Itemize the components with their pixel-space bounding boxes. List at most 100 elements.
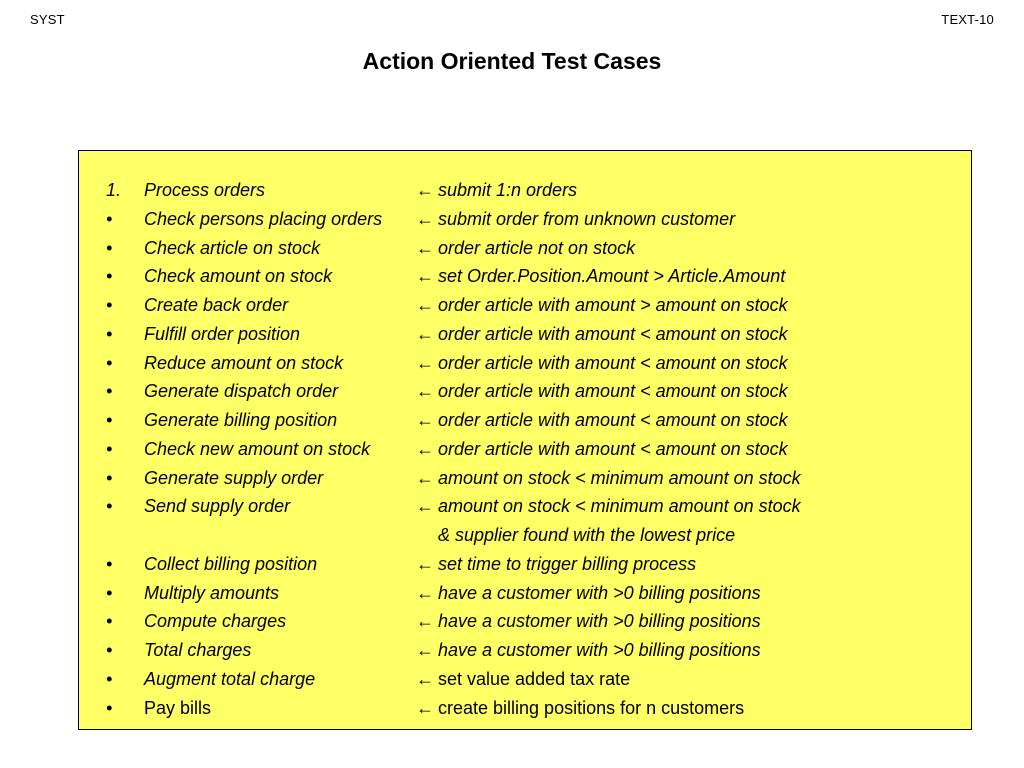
test-case-row: • Generate billing position ←order artic… — [79, 406, 971, 435]
action-label: Send supply order — [144, 496, 291, 517]
test-case-row: • Check new amount on stock ←order artic… — [79, 435, 971, 464]
test-case-row: • Augment total charge ←set value added … — [79, 665, 971, 694]
test-case-row: • Collect billing position ←set time to … — [79, 550, 971, 579]
test-case-row: 1. Process orders ←submit 1:n orders — [79, 176, 971, 205]
condition-cell: & supplier found with the lowest price — [416, 521, 735, 550]
action-label: Check amount on stock — [144, 266, 333, 287]
left-arrow-icon: ← — [416, 640, 434, 660]
bullet-marker: • — [106, 237, 113, 258]
condition-label: create billing positions for n customers — [438, 697, 745, 718]
left-arrow-icon: ← — [416, 180, 434, 200]
left-arrow-icon: ← — [416, 467, 434, 488]
action-label: Create back order — [144, 295, 289, 315]
bullet-marker: • — [106, 467, 113, 488]
test-case-row: • Check persons placing orders ←submit o… — [79, 205, 971, 234]
condition-cell: ←have a customer with >0 billing positio… — [416, 607, 761, 636]
condition-label: set Order.Position.Amount > Article.Amou… — [438, 266, 786, 287]
condition-label: have a customer with >0 billing position… — [438, 640, 761, 660]
action-label: Total charges — [144, 640, 252, 660]
bullet-marker: 1. — [106, 180, 122, 200]
condition-cell: ←submit order from unknown customer — [416, 205, 735, 234]
action-label: Reduce amount on stock — [144, 352, 344, 373]
action-label: Generate supply order — [144, 467, 324, 488]
bullet-marker: • — [106, 208, 113, 229]
action-label: Generate dispatch order — [144, 381, 339, 402]
test-case-row: • Total charges ←have a customer with >0… — [79, 636, 971, 665]
test-case-row: • Pay bills ←create billing positions fo… — [79, 694, 971, 723]
condition-label: order article with amount > amount on st… — [438, 295, 788, 315]
test-case-row: • Check article on stock ←order article … — [79, 234, 971, 263]
bullet-marker: • — [106, 553, 113, 574]
left-arrow-icon: ← — [416, 381, 434, 402]
condition-label: order article with amount < amount on st… — [438, 381, 788, 402]
action-label: Fulfill order position — [144, 323, 301, 344]
page-title: Action Oriented Test Cases — [362, 48, 662, 74]
condition-cell: ←set time to trigger billing process — [416, 550, 696, 579]
bullet-marker: • — [106, 640, 113, 660]
left-arrow-icon: ← — [416, 237, 434, 258]
left-arrow-icon: ← — [416, 582, 434, 603]
left-arrow-icon: ← — [416, 266, 434, 287]
action-label: Compute charges — [144, 611, 287, 632]
bullet-marker: • — [106, 323, 113, 344]
condition-label: order article with amount < amount on st… — [438, 438, 788, 459]
bullet-marker: • — [106, 697, 113, 718]
bullet-marker: • — [106, 611, 113, 632]
test-case-row: • Create back order ←order article with … — [79, 291, 971, 320]
test-case-row: • Send supply order ←amount on stock < m… — [79, 492, 971, 521]
test-case-row: • Compute charges ←have a customer with … — [79, 607, 971, 636]
action-label: Check article on stock — [144, 237, 321, 258]
header-right-label: TEXT-10 — [941, 12, 994, 27]
action-label: Process orders — [144, 180, 266, 200]
left-arrow-icon: ← — [416, 438, 434, 459]
test-cases-box: 1. Process orders ←submit 1:n orders • C… — [78, 150, 972, 730]
condition-cell: ←order article not on stock — [416, 234, 635, 263]
left-arrow-icon: ← — [416, 410, 434, 430]
condition-cell: ←order article with amount < amount on s… — [416, 320, 788, 349]
condition-label: amount on stock < minimum amount on stoc… — [438, 496, 801, 517]
condition-label: order article with amount < amount on st… — [438, 352, 788, 373]
bullet-marker: • — [106, 582, 113, 603]
condition-label: amount on stock < minimum amount on stoc… — [438, 467, 801, 488]
left-arrow-icon: ← — [416, 352, 434, 373]
left-arrow-icon: ← — [416, 208, 434, 229]
left-arrow-icon: ← — [416, 323, 434, 344]
condition-label: & supplier found with the lowest price — [438, 525, 736, 545]
condition-label: set value added tax rate — [438, 668, 631, 689]
test-case-list: 1. Process orders ←submit 1:n orders • C… — [79, 151, 971, 722]
condition-cell: ←set Order.Position.Amount > Article.Amo… — [416, 262, 785, 291]
left-arrow-icon: ← — [416, 553, 434, 574]
bullet-marker: • — [106, 381, 113, 402]
bullet-marker: • — [106, 410, 113, 430]
condition-cell: ←order article with amount < amount on s… — [416, 435, 788, 464]
condition-label: set time to trigger billing process — [438, 553, 697, 574]
condition-label: submit 1:n orders — [438, 180, 578, 200]
condition-label: order article with amount < amount on st… — [438, 410, 788, 430]
left-arrow-icon: ← — [416, 697, 434, 718]
condition-label: have a customer with >0 billing position… — [438, 611, 761, 632]
condition-label: have a customer with >0 billing position… — [438, 582, 761, 603]
left-arrow-icon: ← — [416, 496, 434, 517]
condition-cell: ←set value added tax rate — [416, 665, 630, 694]
condition-label: order article with amount < amount on st… — [438, 323, 788, 344]
test-case-row: • Multiply amounts ←have a customer with… — [79, 579, 971, 608]
header-left-label: SYST — [30, 12, 65, 27]
action-label: Augment total charge — [144, 668, 316, 689]
action-label: Check persons placing orders — [144, 208, 383, 229]
bullet-marker: • — [106, 295, 113, 315]
left-arrow-icon: ← — [416, 295, 434, 315]
condition-cell: ←order article with amount < amount on s… — [416, 406, 788, 435]
test-case-row: • Check amount on stock ←set Order.Posit… — [79, 262, 971, 291]
condition-cell: ←submit 1:n orders — [416, 176, 577, 205]
test-case-row: • Generate supply order ←amount on stock… — [79, 464, 971, 493]
bullet-marker: • — [106, 668, 113, 689]
condition-cell: ←order article with amount < amount on s… — [416, 377, 788, 406]
condition-cell: ←order article with amount > amount on s… — [416, 291, 788, 320]
left-arrow-icon: ← — [416, 611, 434, 632]
condition-cell: ←have a customer with >0 billing positio… — [416, 579, 761, 608]
action-label: Generate billing position — [144, 410, 338, 430]
condition-label: order article not on stock — [438, 237, 636, 258]
action-label: Pay bills — [144, 697, 212, 718]
action-label: Collect billing position — [144, 553, 318, 574]
